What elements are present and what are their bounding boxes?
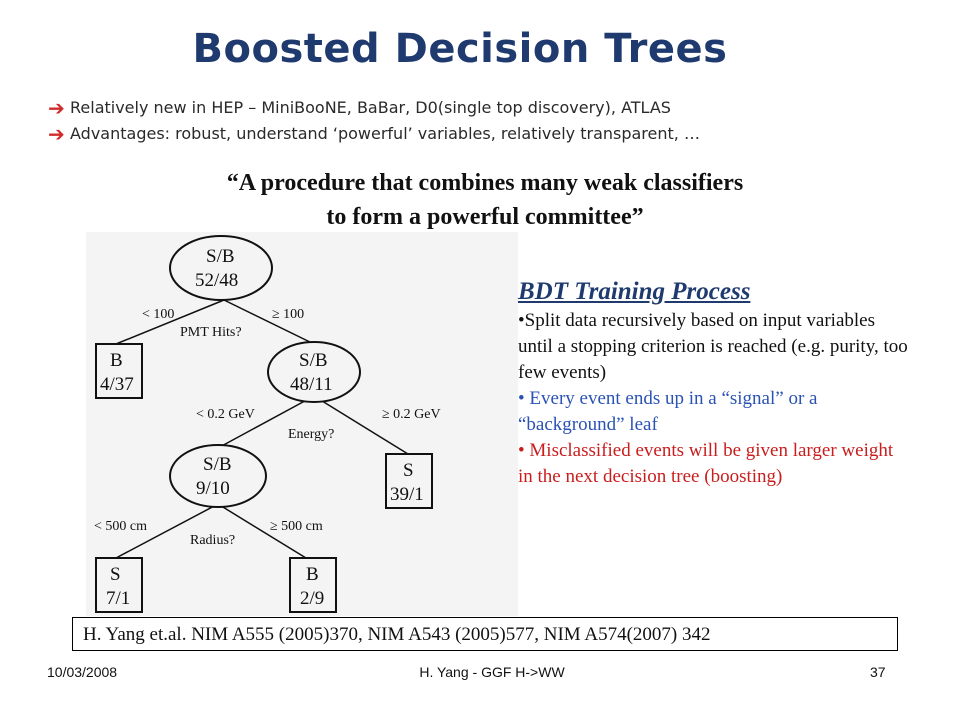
footer-page-number: 37 (870, 664, 886, 680)
diagram-background (86, 232, 518, 616)
bdt-item-boosting: • Misclassified events will be given lar… (518, 440, 894, 487)
bdt-item-split: •Split data recursively based on input v… (518, 310, 908, 383)
quote-line-2: to form a powerful committee” (326, 204, 644, 230)
leaf-s2-box (95, 557, 143, 613)
edge-node2-right (313, 395, 409, 455)
bullet-item: ➔ Relatively new in HEP – MiniBooNE, BaB… (48, 96, 928, 122)
quote: “A procedure that combines many weak cla… (100, 166, 870, 234)
edge-label-energy-var: Energy? (288, 427, 334, 442)
leaf-s2-label: S (110, 564, 121, 585)
tree-edges (115, 299, 409, 559)
edge-node2-left (217, 395, 315, 449)
edge-label-radius-right: ≥ 500 cm (270, 519, 323, 534)
edge-node3-right (217, 503, 307, 559)
node2-ellipse (267, 341, 361, 403)
bullet-item: ➔ Advantages: robust, understand ‘powerf… (48, 122, 928, 148)
leaf-b2-label: B (306, 564, 319, 585)
node-root-label: S/B (206, 246, 235, 267)
bdt-training-panel: BDT Training Process •Split data recursi… (518, 276, 908, 490)
bullet-text: Advantages: robust, understand ‘powerful… (70, 124, 700, 143)
bdt-item-leaf: • Every event ends up in a “signal” or a… (518, 388, 818, 435)
node3-label: S/B (203, 454, 232, 475)
edge-label-radius-left: < 500 cm (94, 519, 147, 534)
right-arrow-icon: ➔ (48, 96, 65, 120)
leaf-b2-count: 2/9 (300, 588, 324, 609)
right-arrow-icon: ➔ (48, 122, 65, 146)
edge-label-energy-right: ≥ 0.2 GeV (382, 407, 441, 422)
edge-label-radius-var: Radius? (190, 533, 235, 548)
slide-title: Boosted Decision Trees (192, 26, 728, 72)
leaf-s1-box (385, 453, 433, 509)
node3-count: 9/10 (196, 478, 230, 499)
leaf-s2-count: 7/1 (106, 588, 130, 609)
node-root-ellipse (169, 235, 273, 301)
footer-date: 10/03/2008 (47, 664, 118, 680)
node-root-count: 52/48 (195, 270, 238, 291)
edge-root-right (223, 299, 315, 345)
edge-label-pmt-var: PMT Hits? (180, 325, 242, 340)
bdt-title: BDT Training Process (518, 278, 751, 305)
bullet-text: Relatively new in HEP – MiniBooNE, BaBar… (70, 98, 671, 117)
node2-label: S/B (299, 350, 328, 371)
quote-line-1: “A procedure that combines many weak cla… (226, 170, 744, 196)
node2-count: 48/11 (290, 374, 333, 395)
footer-center: H. Yang - GGF H->WW (419, 664, 565, 680)
leaf-b1-label: B (110, 350, 123, 371)
leaf-b1-count: 4/37 (100, 374, 134, 395)
edge-label-pmt-left: < 100 (142, 307, 174, 322)
decision-tree-diagram: S/B 52/48 < 100 ≥ 100 PMT Hits? B 4/37 S… (86, 232, 518, 616)
edge-root-left (115, 299, 225, 345)
edge-label-energy-left: < 0.2 GeV (196, 407, 255, 422)
leaf-b2-box (289, 557, 337, 613)
leaf-s1-count: 39/1 (390, 484, 424, 505)
leaf-s1-label: S (403, 460, 414, 481)
leaf-b1-box (95, 343, 143, 399)
decision-tree-svg: S/B 52/48 < 100 ≥ 100 PMT Hits? B 4/37 S… (86, 232, 518, 616)
reference-box: H. Yang et.al. NIM A555 (2005)370, NIM A… (72, 617, 898, 651)
node3-ellipse (169, 444, 267, 508)
bullet-list: ➔ Relatively new in HEP – MiniBooNE, BaB… (48, 96, 928, 148)
edge-node3-left (115, 503, 219, 559)
edge-label-pmt-right: ≥ 100 (272, 307, 304, 322)
